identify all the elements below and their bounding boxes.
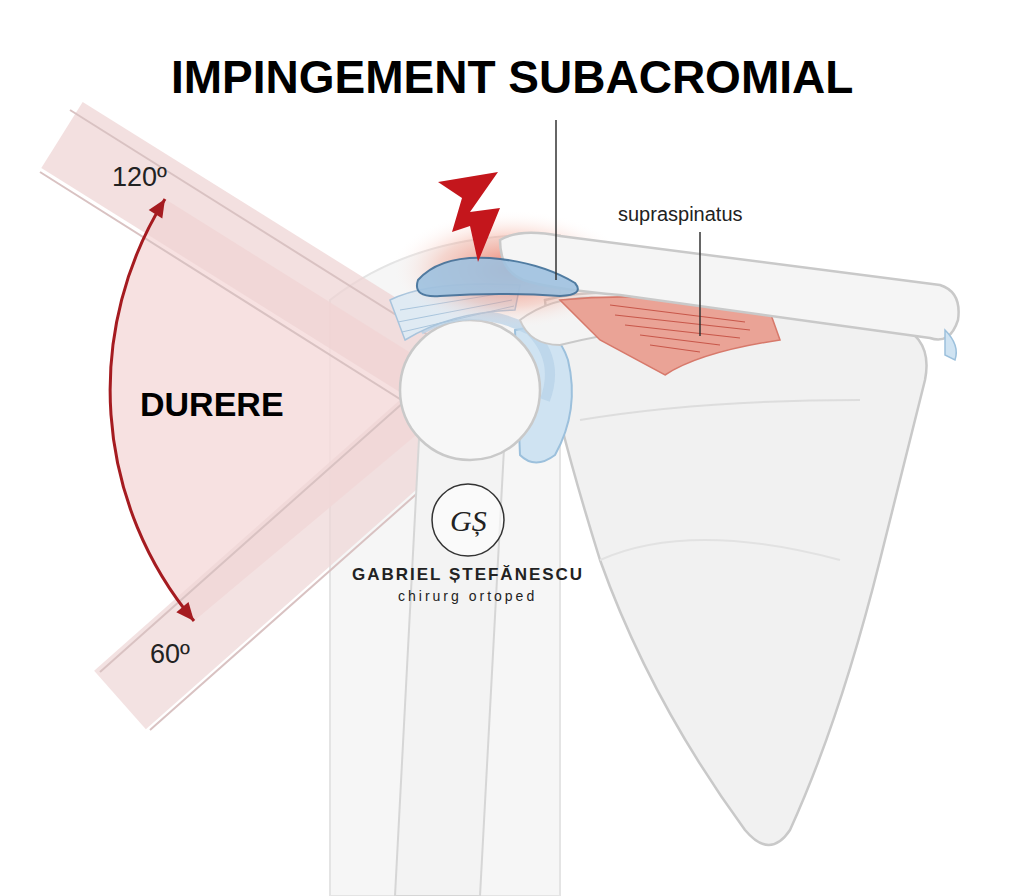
diagram-title: IMPINGEMENT SUBACROMIAL	[171, 52, 853, 103]
angle-label: 120º	[112, 163, 167, 193]
pain-label: DURERE	[140, 386, 284, 423]
angle-label: 60º	[150, 640, 190, 670]
author-role: chirurg ortoped	[398, 589, 537, 604]
author-name: GABRIEL ȘTEFĂNESCU	[352, 566, 584, 585]
part-label: supraspinatus	[618, 203, 743, 225]
logo-monogram: GȘ	[450, 504, 487, 537]
